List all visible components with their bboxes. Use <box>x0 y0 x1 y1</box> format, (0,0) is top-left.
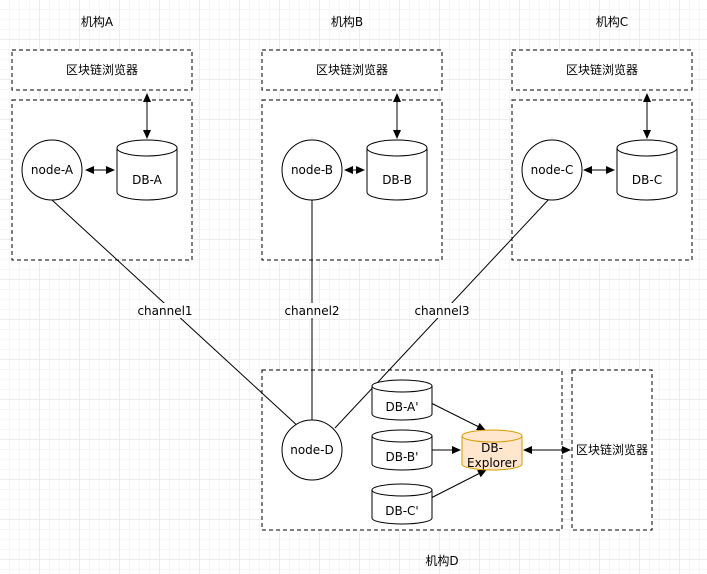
org-b-browser-box <box>261 49 443 91</box>
org-c-browser-label: 区块链浏览器 <box>566 62 638 77</box>
db-c-cylinder <box>616 139 678 201</box>
org-b-title: 机构B <box>331 14 363 29</box>
db-explorer-label-line2: Explorer <box>467 456 517 470</box>
org-c-title: 机构C <box>596 14 628 29</box>
node-c-label: node-C <box>531 163 574 177</box>
node-a-circle <box>21 139 83 201</box>
db-b-cylinder <box>366 139 428 201</box>
channel3-label-bg <box>416 303 468 318</box>
node-a-label: node-A <box>31 163 74 177</box>
db-c-replica-label: DB-C' <box>385 504 418 518</box>
channel1-label-bg <box>139 303 191 318</box>
db-b-replica-cylinder <box>371 429 433 471</box>
db-c-label: DB-C <box>632 173 662 187</box>
channel2-label: channel2 <box>284 304 339 318</box>
node-c-circle <box>521 139 583 201</box>
db-b-replica-label: DB-B' <box>386 450 419 464</box>
db-c-replica-arrow <box>430 469 487 499</box>
org-d-title: 机构D <box>425 553 458 568</box>
org-a-browser-label: 区块链浏览器 <box>66 62 138 77</box>
node-d-circle <box>281 419 343 481</box>
channel3-label: channel3 <box>414 304 469 318</box>
db-a-cylinder <box>116 139 178 201</box>
org-a-title: 机构A <box>81 14 114 29</box>
db-explorer-label-line1: DB- <box>481 441 503 455</box>
org-d-browser-box <box>571 369 653 531</box>
channel2-label-bg <box>286 303 338 318</box>
channel1-label: channel1 <box>137 304 192 318</box>
node-b-label: node-B <box>291 163 333 177</box>
db-b-label: DB-B <box>382 173 412 187</box>
org-d-browser-label: 区块链浏览器 <box>576 442 648 457</box>
db-a-replica-arrow <box>430 402 486 431</box>
db-a-replica-label: DB-A' <box>385 400 418 414</box>
db-a-replica-cylinder <box>371 379 433 421</box>
db-explorer-cylinder <box>461 429 523 471</box>
db-a-label: DB-A <box>132 173 163 187</box>
org-c-browser-box <box>511 49 693 91</box>
node-b-circle <box>281 139 343 201</box>
node-d-label: node-D <box>290 443 334 457</box>
org-a-browser-box <box>11 49 193 91</box>
db-c-replica-cylinder <box>371 483 433 525</box>
org-b-browser-label: 区块链浏览器 <box>316 62 388 77</box>
